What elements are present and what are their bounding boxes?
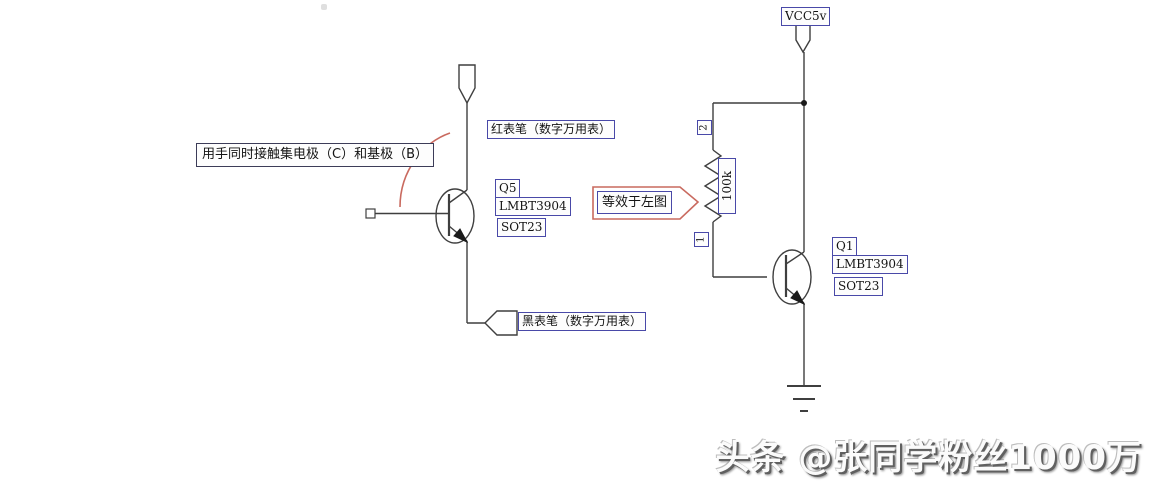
red-probe-icon xyxy=(458,64,476,105)
red-probe-label: 红表笔（数字万用表） xyxy=(487,120,616,139)
junction-dot xyxy=(801,100,807,106)
q5-emitter-arrow-icon xyxy=(453,228,469,244)
q1-designator-label: Q1 xyxy=(832,237,858,256)
q1-part-number-label: LMBT3904 xyxy=(832,255,908,274)
transistor-q1-symbol xyxy=(772,249,812,306)
resistor-pin2-label: 2 xyxy=(697,120,712,135)
resistor-symbol xyxy=(703,149,723,223)
q5-part-number-label: LMBT3904 xyxy=(495,197,571,216)
vcc-power-icon xyxy=(795,26,811,54)
page-artifact-dot xyxy=(321,4,327,10)
black-probe-label: 黑表笔（数字万用表） xyxy=(518,312,647,331)
right-circuit-wires xyxy=(712,52,805,386)
transistor-q5-symbol xyxy=(435,188,475,244)
q5-designator-label: Q5 xyxy=(495,179,521,198)
equivalent-callout-label: 等效于左图 xyxy=(597,191,673,214)
black-probe-icon xyxy=(484,310,518,336)
left-circuit-wires xyxy=(375,103,485,324)
ground-icon xyxy=(787,385,821,412)
q5-package-label: SOT23 xyxy=(497,218,547,237)
base-terminal-square xyxy=(365,208,376,219)
resistor-value-label: 100k xyxy=(718,158,736,214)
vcc-net-label: VCC5v xyxy=(781,7,831,26)
resistor-pin1-label: 1 xyxy=(694,232,709,247)
instruction-label: 用手同时接触集电极（C）和基极（B） xyxy=(196,143,434,167)
watermark-text: 头条 @张同学粉丝1000万 xyxy=(715,438,1142,478)
q1-package-label: SOT23 xyxy=(834,277,884,296)
q1-emitter-arrow-icon xyxy=(790,290,806,306)
